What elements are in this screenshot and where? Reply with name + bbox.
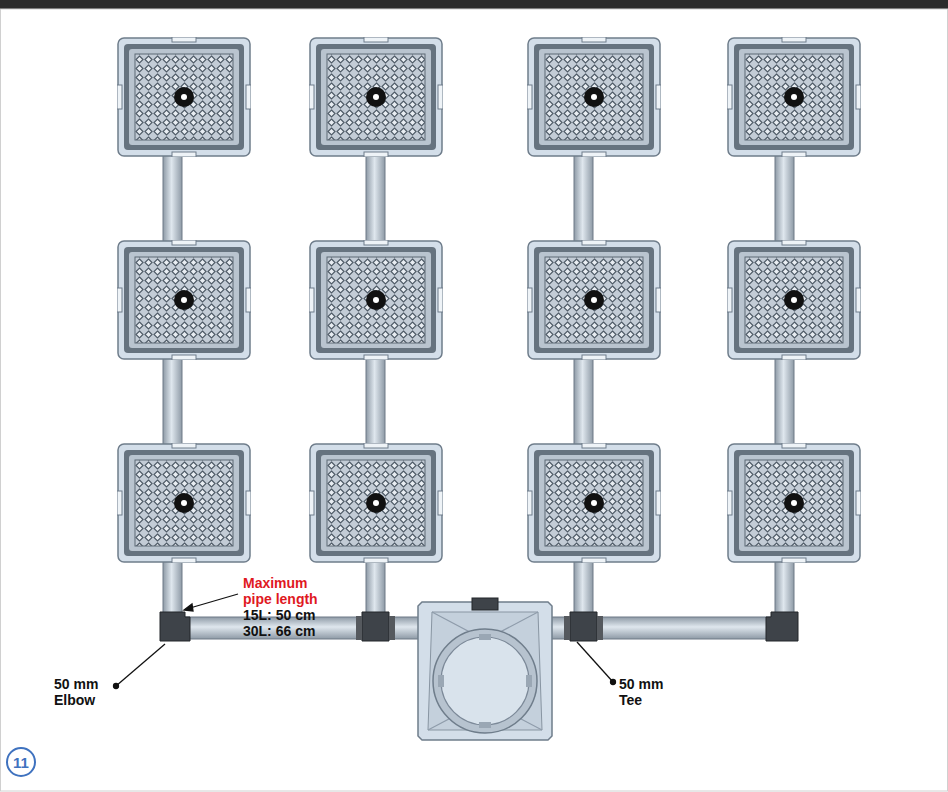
callout-circle: 11 bbox=[6, 747, 36, 777]
callout-number: 11 bbox=[13, 754, 29, 771]
part-name: 50 mm Elbow bbox=[54, 676, 110, 708]
pipe-length-value: 15L: 50 cm bbox=[243, 607, 363, 623]
warning-note: Maximum pipe length bbox=[243, 575, 335, 607]
part-name: 50 mm Tee bbox=[619, 676, 671, 708]
pipe-length-value: 30L: 66 cm bbox=[243, 623, 363, 639]
